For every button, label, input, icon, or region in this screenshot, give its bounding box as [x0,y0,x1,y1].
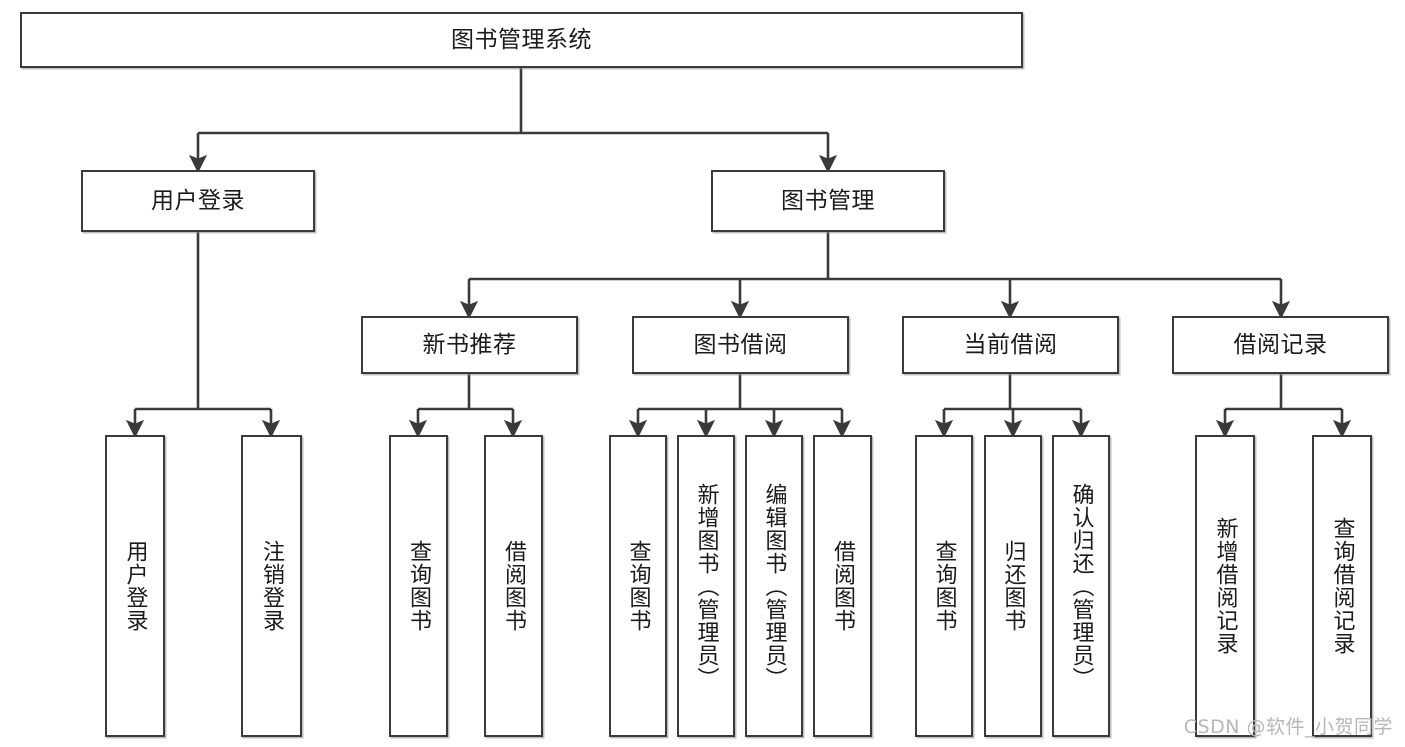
node-new-book-recommend-label: 新书推荐 [422,331,517,358]
node-user-login-label: 用户登录 [151,187,245,214]
leaf-node-label: 新增借阅记录 [1212,517,1238,655]
node-current-borrow[interactable]: 当前借阅 [902,316,1119,374]
leaf-node[interactable]: 归还图书 [984,435,1042,737]
leaf-node-label: 编辑图书（管理员） [761,482,787,690]
node-borrow-record[interactable]: 借阅记录 [1172,316,1389,374]
leaf-node-label: 查询图书 [406,540,432,632]
node-book-borrow[interactable]: 图书借阅 [632,316,849,374]
leaf-node[interactable]: 查询借阅记录 [1312,435,1372,737]
leaf-node-label: 查询图书 [931,540,957,632]
leaf-node[interactable]: 确认归还（管理员） [1052,435,1110,737]
leaf-node[interactable]: 查询图书 [609,435,667,737]
leaf-node-label: 注销登录 [259,540,285,632]
leaf-node[interactable]: 用户登录 [105,435,165,737]
node-root-label: 图书管理系统 [451,26,592,53]
leaf-node[interactable]: 注销登录 [241,435,302,737]
node-user-login[interactable]: 用户登录 [81,170,315,232]
leaf-node[interactable]: 新增借阅记录 [1195,435,1255,737]
leaf-node-label: 确认归还（管理员） [1068,482,1094,690]
leaf-node-label: 归还图书 [1000,540,1026,632]
leaf-node-label: 用户登录 [122,540,148,632]
node-book-borrow-label: 图书借阅 [693,331,788,358]
watermark-text: CSDN @软件_小贺同学 [1183,716,1393,738]
node-book-management[interactable]: 图书管理 [711,170,945,232]
leaf-node-label: 借阅图书 [501,540,527,632]
leaf-node[interactable]: 借阅图书 [484,435,543,737]
node-current-borrow-label: 当前借阅 [963,331,1058,358]
leaf-node[interactable]: 编辑图书（管理员） [745,435,803,737]
leaf-node[interactable]: 借阅图书 [813,435,872,737]
node-book-management-label: 图书管理 [781,187,875,214]
leaf-node[interactable]: 查询图书 [389,435,448,737]
leaf-node-label: 借阅图书 [830,540,856,632]
node-root-system[interactable]: 图书管理系统 [20,12,1023,68]
node-new-book-recommend[interactable]: 新书推荐 [361,316,578,374]
leaf-node-label: 查询借阅记录 [1329,517,1355,655]
leaf-node[interactable]: 查询图书 [915,435,973,737]
leaf-node-label: 新增图书（管理员） [693,482,719,690]
node-borrow-record-label: 借阅记录 [1233,331,1328,358]
leaf-node[interactable]: 新增图书（管理员） [677,435,735,737]
leaf-node-label: 查询图书 [625,540,651,632]
